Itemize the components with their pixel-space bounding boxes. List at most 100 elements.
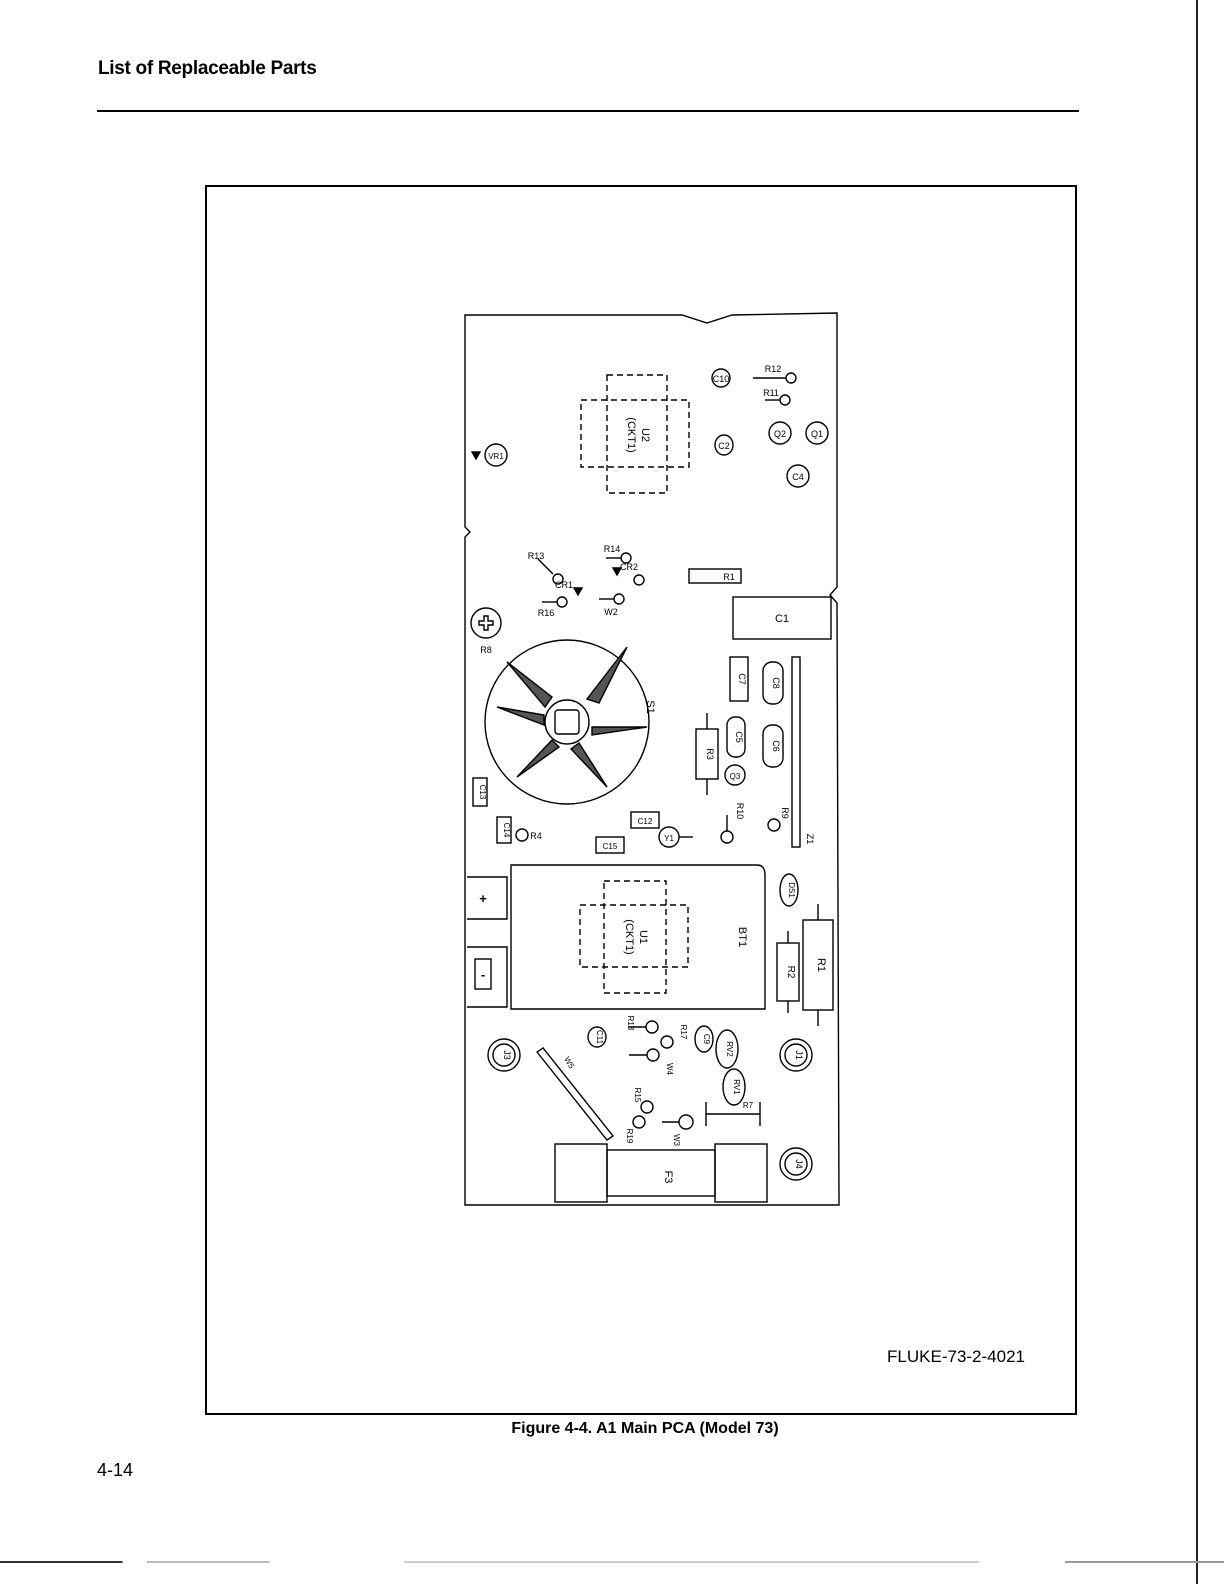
- svg-text:Q3: Q3: [730, 772, 741, 781]
- svg-text:R13: R13: [528, 551, 545, 561]
- u2-ckt-label: (CKT1): [625, 417, 637, 452]
- c11: C11: [588, 1027, 606, 1047]
- r18: R18: [626, 1016, 658, 1033]
- c6: C6: [763, 725, 783, 767]
- rv1: RV1: [723, 1069, 745, 1105]
- svg-text:F3: F3: [662, 1171, 674, 1184]
- svg-text:R7: R7: [743, 1101, 754, 1110]
- svg-text:-: -: [481, 967, 485, 982]
- r8: R8: [471, 608, 501, 655]
- f3-fuse: F3: [555, 1144, 767, 1202]
- svg-text:C10: C10: [713, 374, 730, 384]
- c15: C15: [596, 837, 624, 853]
- figure-caption: Figure 4-4. A1 Main PCA (Model 73): [0, 1420, 1224, 1438]
- svg-text:DS1: DS1: [787, 882, 796, 898]
- j3: J3: [488, 1039, 520, 1071]
- svg-text:R16: R16: [538, 608, 555, 618]
- svg-text:Q2: Q2: [774, 429, 786, 439]
- svg-text:BT1: BT1: [736, 927, 748, 947]
- svg-text:R9: R9: [780, 807, 790, 819]
- r2: R2: [777, 931, 799, 1013]
- pcb-drawing: U2 (CKT1) C10 C2 R12 R11 Q1 Q2 C4 VR1 R1…: [207, 187, 1075, 1413]
- svg-text:C14: C14: [502, 823, 511, 838]
- y1: Y1: [659, 827, 693, 847]
- c9: C9: [695, 1026, 713, 1052]
- w5: W5: [537, 1048, 613, 1140]
- r15: R15: [633, 1088, 653, 1113]
- svg-text:R3: R3: [705, 748, 715, 760]
- svg-text:C8: C8: [771, 677, 781, 689]
- z1: Z1: [792, 657, 815, 847]
- svg-text:J1: J1: [794, 1050, 804, 1060]
- svg-text:C4: C4: [792, 472, 804, 482]
- c13: C13: [473, 778, 487, 806]
- svg-text:C11: C11: [595, 1030, 604, 1045]
- svg-text:CR2: CR2: [620, 562, 638, 572]
- svg-text:VR1: VR1: [488, 452, 504, 461]
- svg-text:C12: C12: [638, 817, 653, 826]
- drawing-id: FLUKE-73-2-4021: [887, 1347, 1025, 1367]
- page-edge-line: [1196, 0, 1198, 1584]
- w4: W4: [629, 1049, 674, 1076]
- svg-text:Z1: Z1: [805, 834, 815, 845]
- c1: C1: [733, 597, 831, 639]
- j1: J1: [780, 1039, 812, 1071]
- cr1: CR1: [555, 580, 582, 595]
- svg-text:R8: R8: [480, 645, 492, 655]
- rv2: RV2: [716, 1030, 738, 1068]
- r15-small: R1: [689, 569, 741, 583]
- c12: C12: [631, 812, 659, 828]
- c5: C5: [727, 717, 745, 757]
- svg-text:C5: C5: [734, 731, 744, 743]
- svg-text:Y1: Y1: [664, 834, 674, 843]
- svg-text:C1: C1: [775, 613, 789, 625]
- u1-ckt-label: (CKT1): [623, 919, 635, 954]
- r17: R17: [661, 1025, 688, 1048]
- r10: R10: [721, 803, 745, 843]
- svg-text:CR1: CR1: [555, 580, 573, 590]
- r16: R16: [538, 597, 567, 618]
- svg-text:R15: R15: [633, 1088, 642, 1103]
- u2-label: U2: [639, 428, 651, 442]
- r11: R11: [763, 388, 790, 405]
- svg-text:W5: W5: [562, 1055, 576, 1070]
- u1-label: U1: [637, 930, 649, 944]
- c10: C10: [712, 369, 730, 387]
- ds1: DS1: [780, 874, 798, 906]
- svg-text:W3: W3: [672, 1134, 681, 1147]
- svg-text:J4: J4: [794, 1159, 804, 1169]
- header-title: List of Replaceable Parts: [98, 58, 316, 80]
- svg-text:R10: R10: [735, 803, 745, 820]
- svg-text:R19: R19: [625, 1129, 634, 1144]
- q1: Q1: [806, 422, 828, 444]
- figure-frame: U2 (CKT1) C10 C2 R12 R11 Q1 Q2 C4 VR1 R1…: [205, 185, 1077, 1415]
- svg-text:R4: R4: [530, 831, 542, 841]
- q3: Q3: [725, 765, 745, 785]
- w2: W2: [599, 594, 624, 617]
- r1: R1: [803, 904, 833, 1026]
- w3: W3: [662, 1115, 693, 1147]
- bt1-battery: + - BT1: [467, 865, 765, 1009]
- r3: R3: [696, 713, 718, 795]
- header-rule: [97, 110, 1079, 112]
- svg-text:S1: S1: [644, 700, 656, 713]
- r12: R12: [753, 364, 796, 383]
- svg-text:R18: R18: [626, 1016, 635, 1031]
- svg-text:R11: R11: [763, 388, 779, 398]
- svg-text:C15: C15: [603, 842, 618, 851]
- svg-text:W4: W4: [665, 1063, 674, 1076]
- svg-text:RV2: RV2: [725, 1041, 734, 1057]
- j4: J4: [780, 1148, 812, 1180]
- q2: Q2: [769, 422, 791, 444]
- c4: C4: [787, 465, 809, 487]
- s1-switch: S1: [485, 640, 656, 804]
- c8: C8: [763, 662, 783, 704]
- svg-text:C2: C2: [718, 441, 730, 451]
- page-number: 4-14: [97, 1460, 133, 1481]
- svg-text:R1: R1: [815, 958, 827, 972]
- cr2: CR2: [613, 562, 644, 585]
- svg-text:R17: R17: [679, 1025, 688, 1040]
- svg-text:C6: C6: [771, 740, 781, 752]
- svg-text:Q1: Q1: [811, 429, 823, 439]
- svg-text:R14: R14: [604, 544, 621, 554]
